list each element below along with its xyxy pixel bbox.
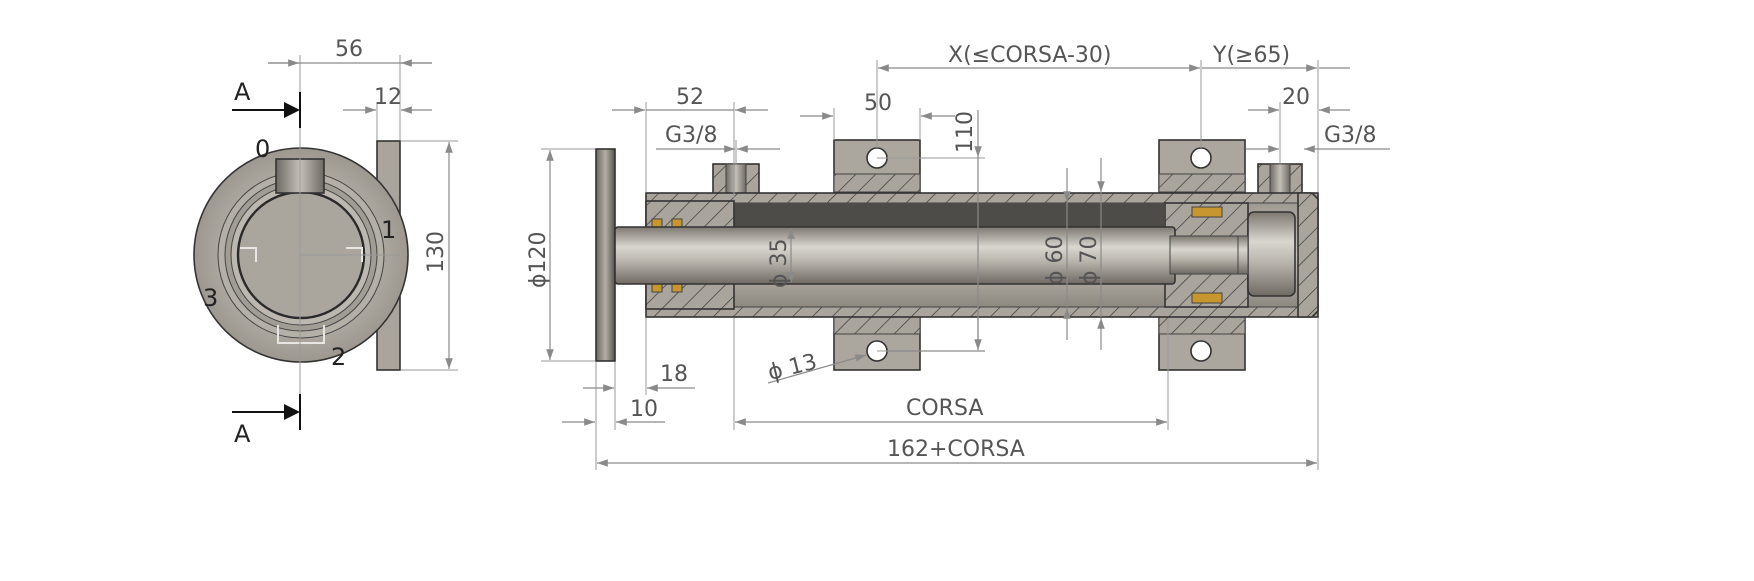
dim-text-20: 20	[1282, 85, 1310, 110]
front-hidden-lines	[240, 247, 363, 344]
dim-flange-thickness: 10	[562, 362, 665, 470]
port-label-3: 3	[203, 284, 218, 312]
dim-text-total: 162+CORSA	[887, 437, 1025, 462]
dim-text-13: ϕ 13	[765, 350, 819, 386]
dim-text-52: 52	[676, 85, 704, 110]
dim-text-120: ϕ120	[526, 231, 551, 288]
side-view	[595, 139, 1319, 371]
mount-hole-top-rear	[1190, 147, 1212, 169]
section-label-top: A	[234, 78, 251, 106]
dim-stroke: CORSA	[733, 318, 1169, 430]
rear-end-cap	[1297, 192, 1319, 318]
section-label-bottom: A	[234, 420, 251, 448]
dim-rear-offset: 20	[1248, 85, 1350, 164]
port-label-0: 0	[255, 135, 270, 163]
dim-y: Y(≥65)	[1202, 43, 1350, 192]
dim-flange-diameter: ϕ120	[526, 148, 595, 362]
dim-text-g38-front: G3/8	[1324, 123, 1376, 148]
dim-text-56: 56	[335, 37, 363, 62]
dim-text-g38-rear: G3/8	[665, 123, 717, 148]
dim-text-35: ϕ 35	[767, 239, 792, 289]
dim-front-height: 130	[401, 140, 458, 371]
dim-text-12: 12	[374, 85, 402, 110]
dim-text-x: X(≤CORSA-30)	[948, 43, 1112, 68]
dim-front-width: 56	[268, 37, 432, 140]
dim-text-corsa: CORSA	[906, 396, 983, 421]
dim-mount-height: 110	[877, 110, 985, 352]
section-marker-top: A	[232, 78, 301, 128]
dim-text-50: 50	[864, 91, 892, 116]
side-flange-plate	[595, 148, 616, 362]
dim-front-flange: 12	[343, 85, 432, 140]
dim-text-130: 130	[424, 231, 449, 273]
piston-nut	[1247, 211, 1296, 297]
dim-text-110: 110	[953, 111, 978, 153]
port-label-1: 1	[381, 216, 396, 244]
section-marker-bottom: A	[232, 394, 301, 448]
dim-port-rear: G3/8	[656, 123, 780, 165]
mount-hole-bottom-rear	[1190, 340, 1212, 362]
dim-bore-diameter: ϕ 60	[1043, 168, 1071, 340]
dim-text-60: ϕ 60	[1043, 236, 1068, 286]
dim-port-front: G3/8	[1246, 123, 1390, 153]
front-view	[193, 55, 409, 420]
dim-total-length: 162+CORSA	[597, 318, 1319, 470]
dim-gap: 18	[583, 318, 695, 430]
dim-text-y: Y(≥65)	[1212, 43, 1290, 68]
dim-text-10: 10	[630, 397, 658, 422]
dim-text-70: ϕ 70	[1077, 236, 1102, 286]
dim-rod-diameter: ϕ 35	[767, 228, 795, 289]
dim-mount-width: 50	[800, 91, 955, 140]
dim-head-length: 52	[612, 85, 768, 200]
dim-x: X(≤CORSA-30)	[876, 43, 1202, 148]
dim-text-18: 18	[660, 362, 688, 387]
dim-outer-diameter: ϕ 70	[1077, 158, 1105, 350]
port-label-2: 2	[331, 343, 346, 371]
